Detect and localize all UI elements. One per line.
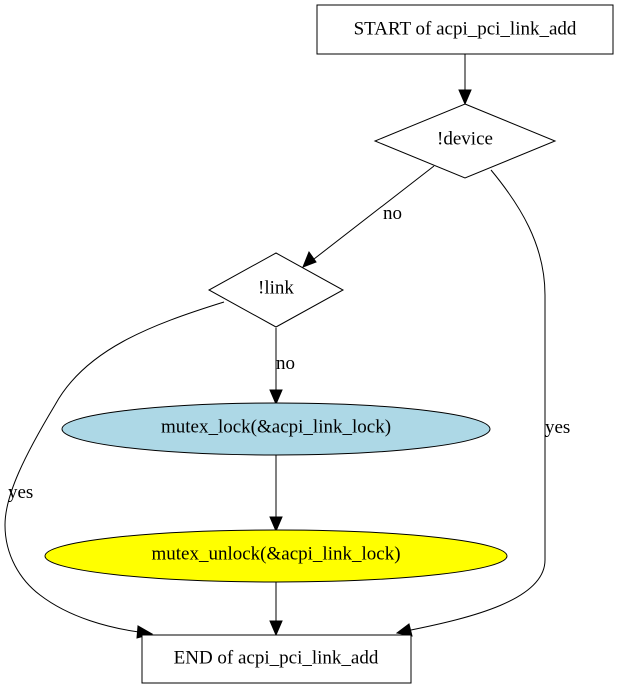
edge-label-link-no: no <box>276 353 295 374</box>
edge-label-device-no: no <box>383 203 402 224</box>
edge-label-link-yes: yes <box>8 482 33 503</box>
mutex-lock-ellipse <box>61 402 491 456</box>
end-box <box>141 634 412 684</box>
edge-unlock-to-end <box>269 582 283 637</box>
link-decision-diamond <box>207 252 345 328</box>
edge-device-no: no <box>302 165 435 268</box>
link-decision-label: !link <box>258 277 294 298</box>
edge-label-device-yes: yes <box>545 417 570 438</box>
device-decision-label: !device <box>437 128 493 149</box>
mutex-lock-label: mutex_lock(&acpi_link_lock) <box>161 416 391 437</box>
start-box <box>316 4 614 55</box>
edge-device-yes: yes <box>395 169 570 637</box>
node-device-check: !device <box>373 103 557 179</box>
node-link-check: !link <box>207 252 345 328</box>
node-start: START of acpi_pci_link_add <box>316 4 614 55</box>
end-label: END of acpi_pci_link_add <box>174 647 379 668</box>
edge-start-to-device <box>458 54 472 106</box>
node-mutex-lock: mutex_lock(&acpi_link_lock) <box>61 402 491 456</box>
start-label: START of acpi_pci_link_add <box>354 18 577 39</box>
node-mutex-unlock: mutex_unlock(&acpi_link_lock) <box>44 529 508 583</box>
mutex-unlock-ellipse <box>44 529 508 583</box>
edge-link-no: no <box>269 328 295 406</box>
device-decision-diamond <box>373 103 557 179</box>
edge-lock-to-unlock <box>269 455 283 533</box>
node-end: END of acpi_pci_link_add <box>141 634 412 684</box>
edge-link-yes: yes <box>4 301 225 639</box>
mutex-unlock-label: mutex_unlock(&acpi_link_lock) <box>151 543 400 564</box>
